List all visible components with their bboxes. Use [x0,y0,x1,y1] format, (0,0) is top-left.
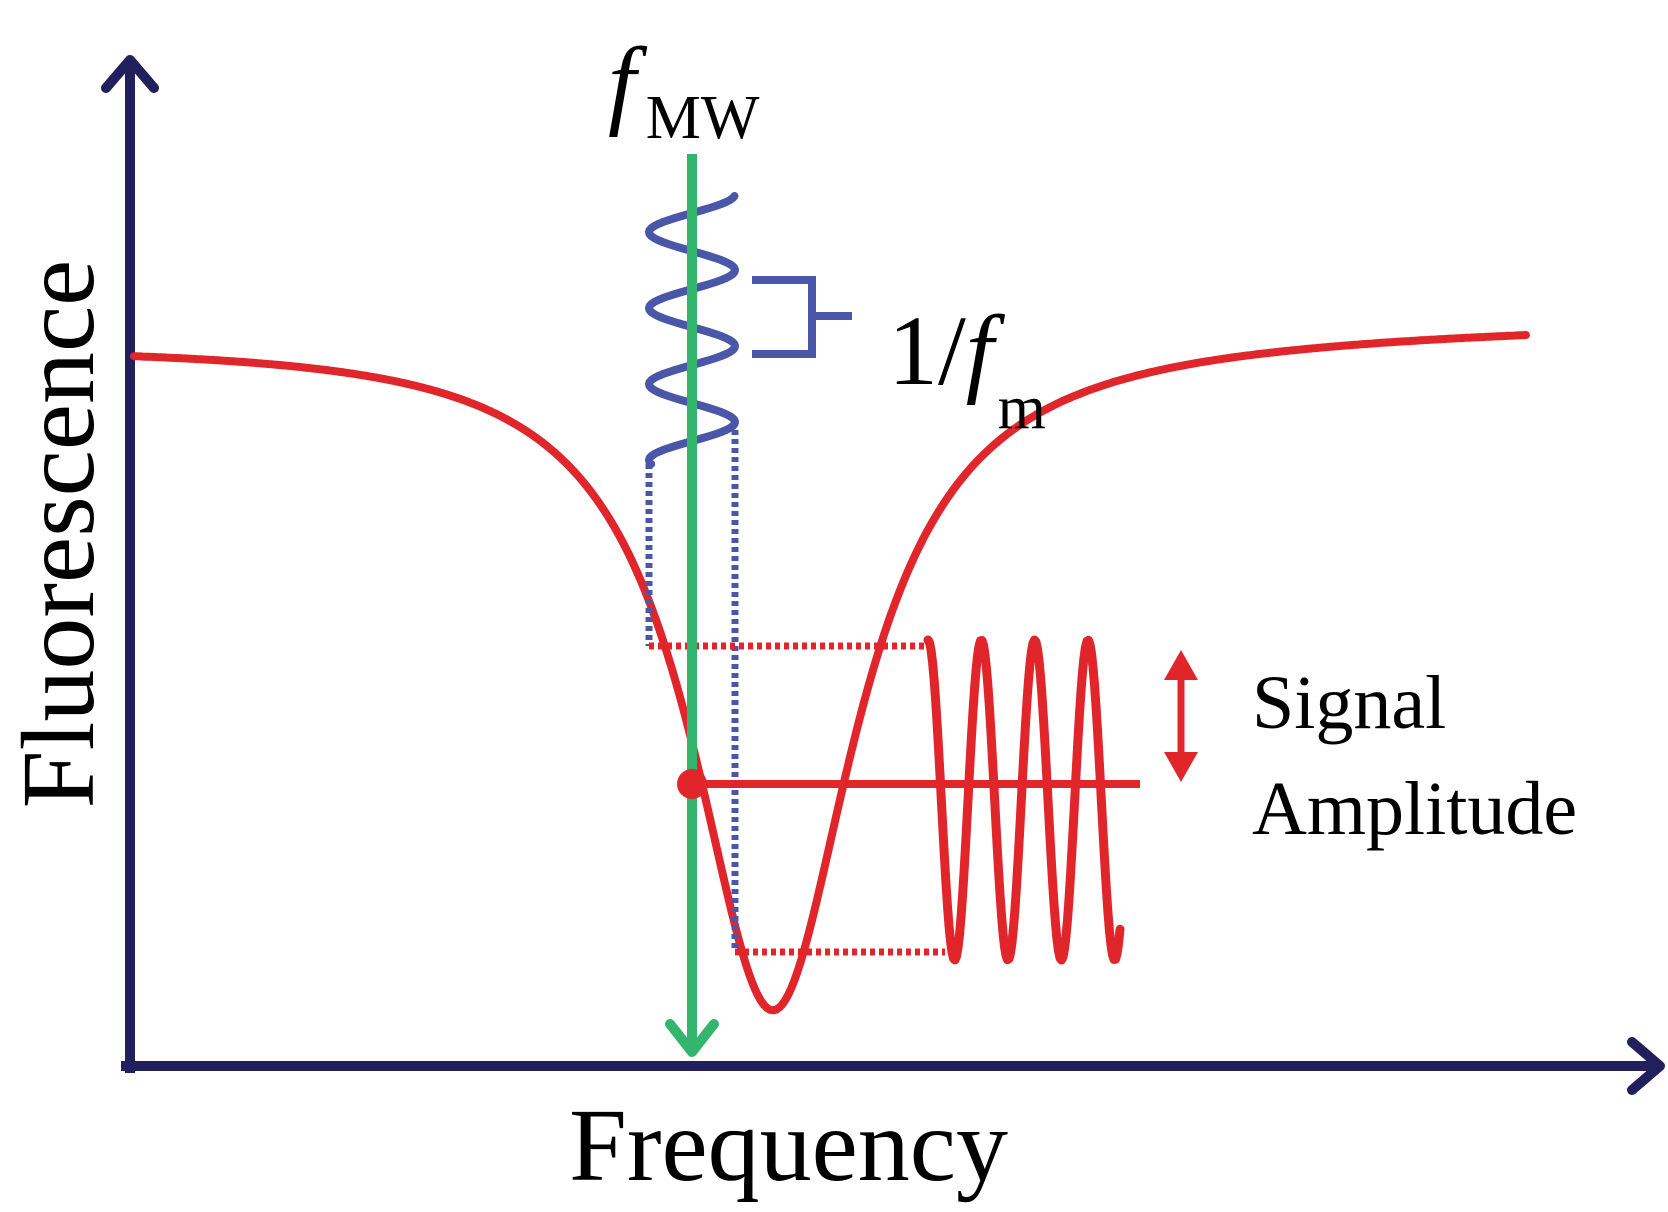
x-axis-label: Frequency [569,1088,1008,1203]
y-axis-arrowhead [101,55,159,93]
output-signal-wave [923,635,1125,965]
signal-amplitude-label-line2: Amplitude [1252,767,1577,851]
signal-amplitude-arrow [1164,650,1198,782]
period-prefix: 1/ [888,295,966,406]
period-bracket [752,276,816,358]
microwave-modulation-wave [644,192,740,468]
resonance-dip-curve [130,331,1530,1015]
axes [101,55,1665,1095]
period-subscript: m [998,374,1046,442]
modulation-period-label: 1/fm [888,295,1046,442]
mw-f-symbol: f [608,27,648,138]
mw-frequency-arrowhead [665,1019,719,1057]
x-axis-arrowhead [1627,1037,1665,1095]
y-axis-label: Fluorescence [1,260,116,809]
mw-subscript: MW [646,84,760,152]
operating-point [677,769,707,799]
signal-amplitude-label-line1: Signal [1252,661,1446,745]
